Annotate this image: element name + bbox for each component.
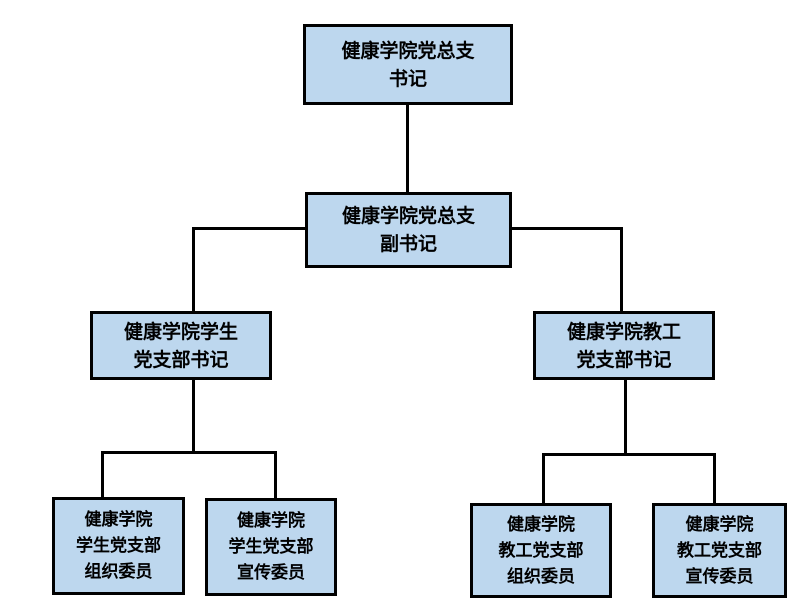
org-node-staff-branch-publicity-committee-member: 健康学院 教工党支部 宣传委员 — [652, 503, 787, 598]
connector-deputy-right-horizontal — [512, 227, 622, 230]
connector-deputy-left-horizontal — [192, 227, 305, 230]
org-node-student-branch-publicity-committee-member: 健康学院 学生党支部 宣传委员 — [205, 498, 337, 596]
connector-secretary-to-deputy — [406, 105, 409, 192]
connector-to-staff-publicity — [713, 453, 716, 503]
connector-to-student-publicity — [274, 451, 277, 498]
connector-deputy-to-student-branch — [192, 227, 195, 311]
org-node-student-branch-organization-committee-member: 健康学院 学生党支部 组织委员 — [52, 497, 185, 595]
org-node-party-general-branch-secretary: 健康学院党总支 书记 — [303, 24, 513, 105]
org-node-party-general-branch-deputy-secretary: 健康学院党总支 副书记 — [305, 192, 512, 268]
org-node-staff-branch-organization-committee-member: 健康学院 教工党支部 组织委员 — [470, 503, 612, 598]
connector-student-branch-stem — [192, 380, 195, 452]
connector-student-branch-bar — [101, 451, 277, 454]
org-node-staff-party-branch-secretary: 健康学院教工 党支部书记 — [533, 311, 715, 380]
connector-to-staff-organization — [542, 453, 545, 503]
connector-deputy-to-staff-branch — [620, 227, 623, 311]
org-node-student-party-branch-secretary: 健康学院学生 党支部书记 — [90, 311, 272, 380]
connector-staff-branch-bar — [542, 453, 716, 456]
connector-to-student-organization — [101, 451, 104, 497]
connector-staff-branch-stem — [624, 380, 627, 454]
